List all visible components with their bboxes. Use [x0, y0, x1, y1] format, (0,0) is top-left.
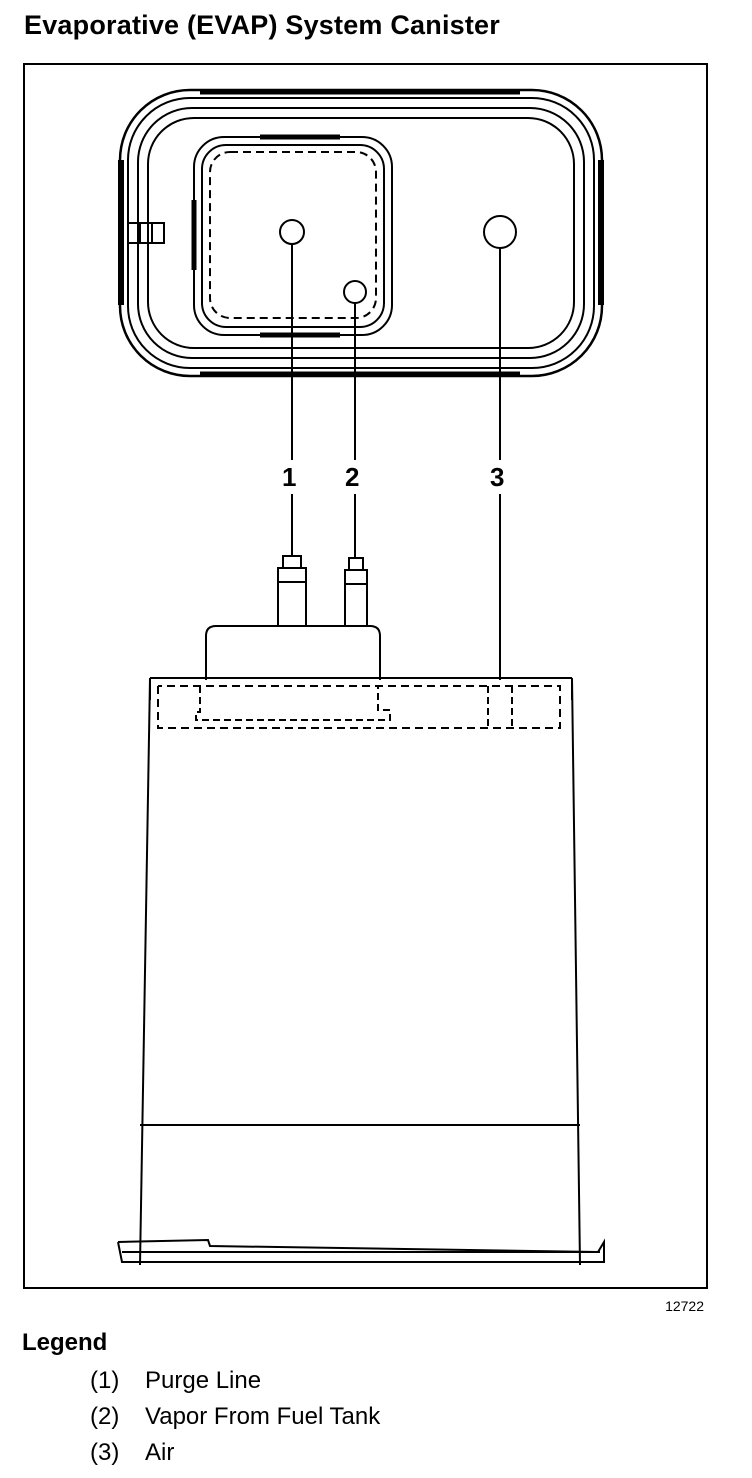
- legend-item-number: (1): [90, 1367, 120, 1394]
- legend-list: (1) Purge Line (2) Vapor From Fuel Tank …: [90, 1367, 380, 1475]
- legend-item-text: Vapor From Fuel Tank: [145, 1403, 381, 1430]
- legend-item: (1) Purge Line: [90, 1367, 380, 1403]
- callout-2: 2: [345, 462, 359, 492]
- figure-id: 12722: [665, 1298, 704, 1314]
- legend-title: Legend: [22, 1329, 108, 1356]
- canister-side-view: [117, 555, 605, 1266]
- page-title: Evaporative (EVAP) System Canister: [24, 10, 500, 40]
- callout-1: 1: [282, 462, 296, 492]
- canister-top-view: [118, 88, 604, 378]
- legend-item-number: (3): [90, 1439, 120, 1466]
- legend-item-text: Air: [145, 1439, 175, 1466]
- air-port-circle: [483, 215, 517, 249]
- legend-item-number: (2): [90, 1403, 120, 1430]
- leader-lines: [291, 244, 501, 680]
- canister-diagram: 1 2 3: [117, 88, 605, 1266]
- diagram-frame: [23, 63, 708, 1289]
- callout-3: 3: [490, 462, 504, 492]
- legend-item: (2) Vapor From Fuel Tank: [90, 1403, 380, 1439]
- legend-item-text: Purge Line: [145, 1367, 262, 1394]
- vapor-port-circle: [343, 280, 367, 304]
- purge-port-circle: [279, 219, 305, 245]
- legend-item: (3) Air: [90, 1439, 380, 1475]
